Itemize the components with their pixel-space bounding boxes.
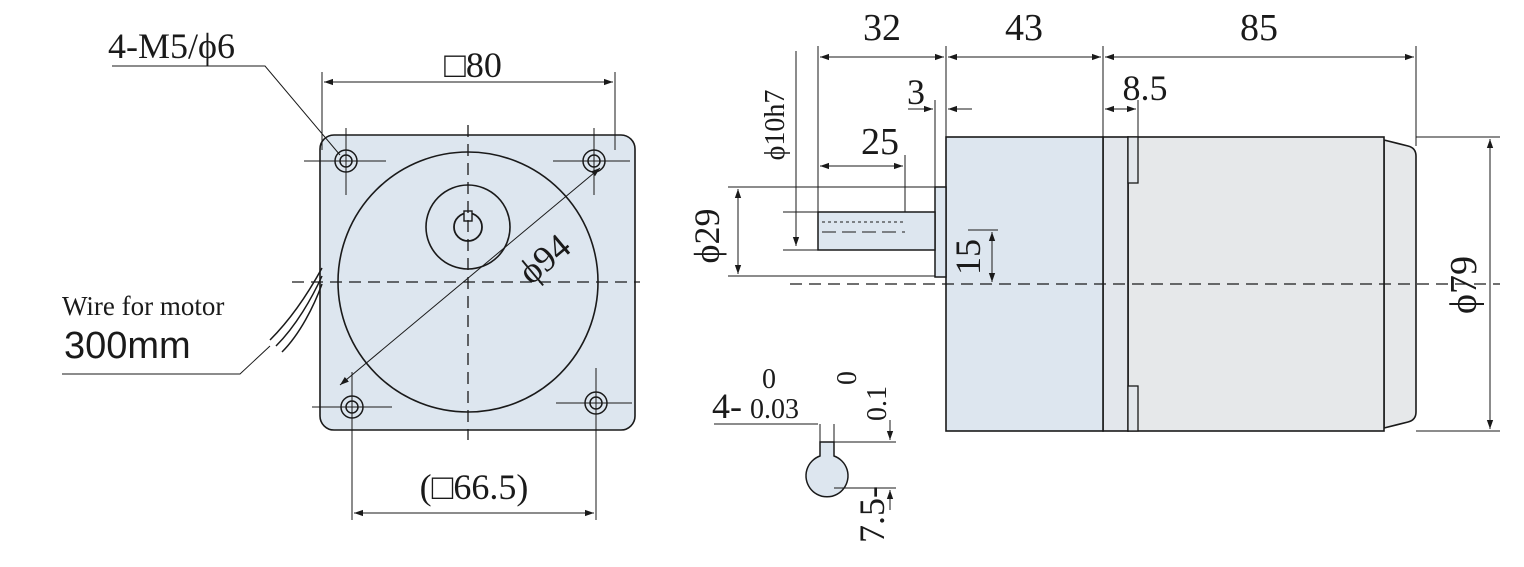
side-view: 32 43 85 3 8.5 ϕ10h7 25 ϕ29 15 ϕ	[687, 7, 1500, 543]
flange-tab-top	[1127, 136, 1139, 184]
mount-hole-bl	[312, 372, 392, 520]
key-width-upper: 0	[762, 364, 776, 395]
mount-holes-leader	[112, 65, 341, 156]
dim-43-label: 43	[1005, 7, 1043, 49]
dim-15-label: 15	[948, 239, 988, 275]
flange-tab-bottom	[1127, 385, 1139, 432]
key-width-base: 4-	[712, 386, 742, 426]
mount-holes-label: 4-M5/ϕ6	[108, 26, 235, 66]
shaft-dia-label: ϕ10h7	[760, 90, 791, 161]
front-view: □80 ϕ94 4-M5/ϕ6 (□66.5) Wire for motor 3…	[62, 26, 640, 520]
dim-3-label: 3	[907, 72, 925, 112]
wire-label-line2: 300mm	[64, 325, 191, 367]
key-depth-upper: 0	[832, 371, 863, 385]
dim-8-5-label: 8.5	[1123, 68, 1168, 108]
lead-wires	[269, 267, 323, 353]
shaft-boss	[934, 186, 947, 278]
key-length-label: 25	[861, 121, 899, 163]
key-depth-lower: 0.1	[862, 386, 893, 421]
key-width-lower: 0.03	[750, 394, 799, 425]
wire-label-line1: Wire for motor	[62, 291, 224, 321]
key-section-detail: 4- 0 0.03 7.5- 0 0.1	[712, 364, 896, 543]
flange-square-label: □80	[444, 45, 502, 85]
hole-spacing-label: (□66.5)	[420, 467, 529, 507]
boss-dia-label: ϕ29	[687, 209, 727, 264]
mount-hole-br	[556, 368, 632, 520]
key-depth-base: 7.5-	[852, 486, 892, 543]
body-dia-label: ϕ79	[1443, 256, 1485, 314]
dim-85-label: 85	[1240, 7, 1278, 49]
wire-leader	[62, 345, 271, 375]
dim-32-label: 32	[863, 7, 901, 49]
output-shaft	[817, 211, 936, 251]
dim-line-94	[339, 167, 601, 386]
